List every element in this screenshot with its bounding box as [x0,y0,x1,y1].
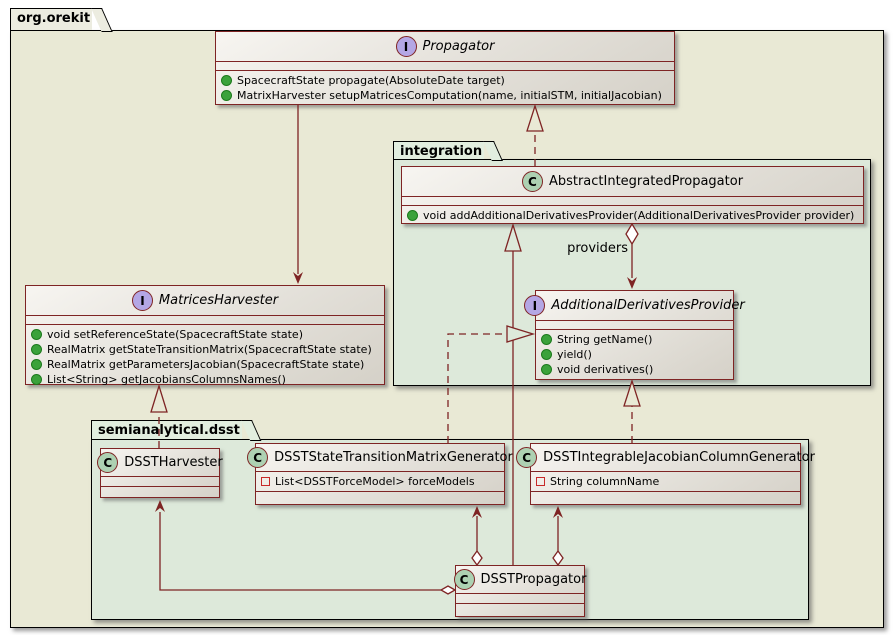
class-icon: C [521,171,543,192]
class-matrices-harvester: I MatricesHarvester void setReferenceSta… [25,285,385,386]
method-text: String getName() [557,333,653,346]
method-text: RealMatrix getParametersJacobian(Spacecr… [47,358,365,371]
public-method-icon [31,329,42,340]
class-dsst-propagator: C DSSTPropagator [453,565,587,617]
method-row: yield() [536,347,733,362]
class-icon: C [247,447,269,468]
method-row: List<String> getJacobiansColumnsNames() [26,372,384,387]
class-dsst-state-transition-matrix-generator: C DSSTStateTransitionMatrixGenerator Lis… [247,443,513,505]
field-row: String columnName [531,474,800,489]
field-text: String columnName [550,475,660,488]
public-method-icon [541,334,552,345]
method-text: void derivatives() [557,363,654,376]
method-text: void addAdditionalDerivativesProvider(Ad… [423,209,855,222]
methods-compartment [531,492,800,504]
method-text: void setReferenceState(SpacecraftState s… [47,328,303,341]
method-row: String getName() [536,332,733,347]
class-title: DSSTIntegrableJacobianColumnGenerator [543,450,815,465]
interface-icon: I [524,295,546,316]
class-title: MatricesHarvester [158,293,279,308]
method-row: SpacecraftState propagate(AbsoluteDate t… [216,73,674,88]
class-dsst-harvester: C DSSTHarvester [97,448,223,498]
class-header: I AdditionalDerivativesProvider [524,291,745,321]
public-method-icon [31,374,42,385]
methods-compartment: void setReferenceState(SpacecraftState s… [26,325,384,389]
methods-compartment: String getName() yield() void derivative… [536,330,733,379]
interface-icon: I [131,290,153,311]
fields-compartment [456,594,584,604]
class-icon: C [453,569,475,590]
method-row: RealMatrix getStateTransitionMatrix(Spac… [26,342,384,357]
class-header: I MatricesHarvester [26,286,384,316]
method-text: SpacecraftState propagate(AbsoluteDate t… [237,74,505,87]
class-header: C DSSTIntegrableJacobianColumnGenerator [516,444,815,472]
interface-icon: I [395,36,417,57]
class-title: DSSTHarvester [124,455,223,470]
class-additional-derivatives-provider: I AdditionalDerivativesProvider String g… [524,290,745,380]
method-row: void derivatives() [536,362,733,377]
public-method-icon [221,75,232,86]
method-text: List<String> getJacobiansColumnsNames() [47,373,286,386]
method-row: void setReferenceState(SpacecraftState s… [26,327,384,342]
package-label: org.orekit [17,11,91,26]
private-field-icon [536,477,545,486]
class-abstract-integrated-propagator: C AbstractIntegratedPropagator void addA… [401,166,864,224]
fields-compartment: List<DSSTForceModel> forceModels [256,472,504,492]
methods-compartment [101,487,219,497]
fields-compartment [402,197,863,206]
fields-compartment [536,321,733,330]
class-title: AbstractIntegratedPropagator [548,174,744,189]
private-field-icon [261,477,270,486]
class-header: C AbstractIntegratedPropagator [402,167,863,197]
edge-label-providers: providers [567,241,628,256]
class-dsst-integrable-jacobian-column-generator: C DSSTIntegrableJacobianColumnGenerator … [516,443,815,505]
fields-compartment: String columnName [531,472,800,492]
public-method-icon [31,344,42,355]
method-row: MatrixHarvester setupMatricesComputation… [216,88,674,103]
package-tab-integration: integration [393,141,485,160]
method-text: RealMatrix getStateTransitionMatrix(Spac… [47,343,372,356]
class-header: I Propagator [216,32,674,62]
field-text: List<DSSTForceModel> forceModels [275,475,475,488]
method-text: yield() [557,348,592,361]
fields-compartment [26,316,384,325]
class-title: DSSTPropagator [480,572,587,587]
class-title: AdditionalDerivativesProvider [551,298,745,313]
public-method-icon [31,359,42,370]
class-icon: C [97,452,119,473]
methods-compartment: SpacecraftState propagate(AbsoluteDate t… [216,71,674,105]
class-header: C DSSTStateTransitionMatrixGenerator [247,444,513,472]
class-propagator: I Propagator SpacecraftState propagate(A… [215,31,675,105]
package-label: integration [400,144,483,159]
package-label: semianalytical.dsst [98,423,240,438]
method-row: void addAdditionalDerivativesProvider(Ad… [402,208,863,223]
methods-compartment: void addAdditionalDerivativesProvider(Ad… [402,206,863,225]
class-title: DSSTStateTransitionMatrixGenerator [274,450,513,465]
class-header: C DSSTHarvester [97,449,223,477]
method-text: MatrixHarvester setupMatricesComputation… [237,89,662,102]
class-icon: C [516,447,538,468]
package-tab-org-orekit: org.orekit [10,8,93,31]
fields-compartment [101,477,219,487]
package-tab-semianalytical-dsst: semianalytical.dsst [91,420,242,440]
method-row: RealMatrix getParametersJacobian(Spacecr… [26,357,384,372]
fields-compartment [216,62,674,71]
public-method-icon [541,349,552,360]
class-header: C DSSTPropagator [453,566,587,594]
methods-compartment [456,604,584,616]
public-method-icon [541,364,552,375]
field-row: List<DSSTForceModel> forceModels [256,474,504,489]
public-method-icon [221,90,232,101]
public-method-icon [407,210,418,221]
methods-compartment [256,492,504,504]
class-title: Propagator [422,39,495,54]
